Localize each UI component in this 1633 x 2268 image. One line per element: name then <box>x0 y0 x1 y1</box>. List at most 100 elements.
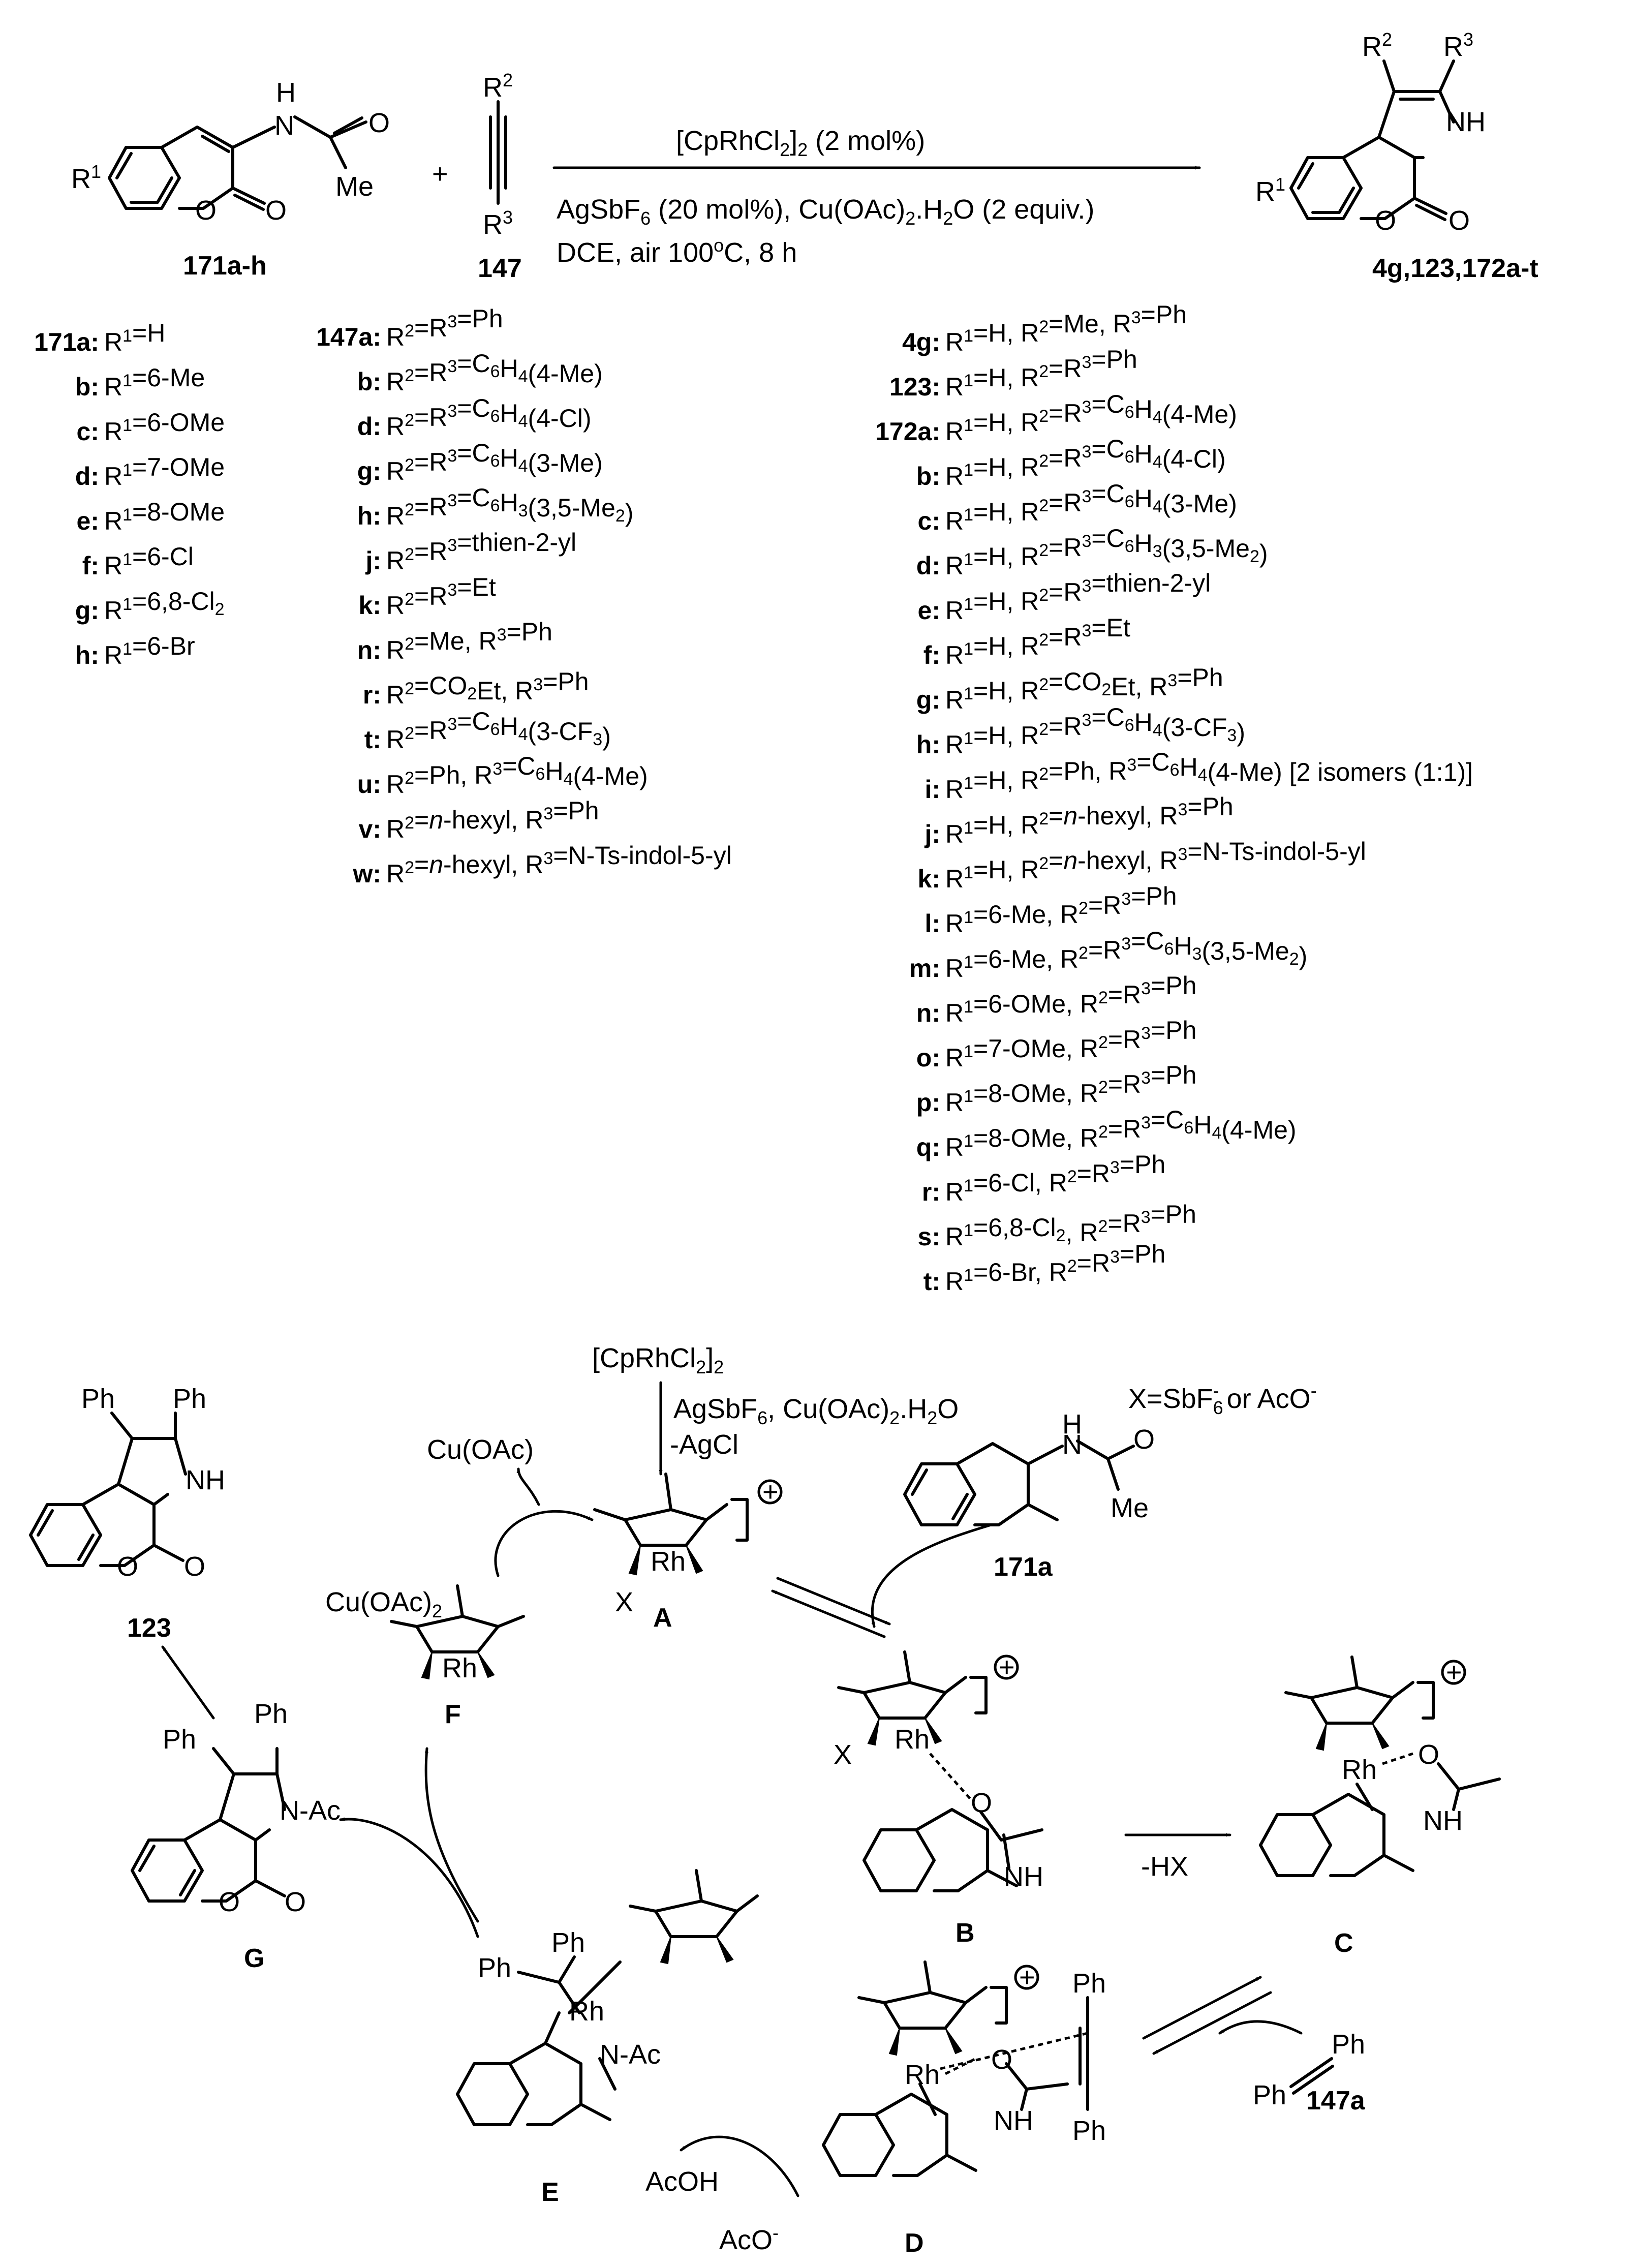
equilibrium-back <box>771 1589 886 1638</box>
label-a: A <box>653 1603 672 1633</box>
table-147-row-value: R2=n-hexyl, R3=N-Ts-indol-5-yl <box>386 841 732 888</box>
table-product-row-id: m: <box>909 954 940 983</box>
table-171-row-id: c: <box>77 417 99 446</box>
plus-sign: + <box>432 159 448 189</box>
table-147-row-value: R2=R3=C6H4(3-CF3) <box>386 707 611 754</box>
alkyne-r2: R2 <box>483 70 513 103</box>
conditions-line-2: AgSbF6 (20 mol%), Cu(OAc)2.H2O (2 equiv.… <box>557 194 1094 229</box>
table-171-row-value: R1=6-Me <box>104 363 205 401</box>
x-definition: X=SbF6- or AcO- <box>1128 1380 1317 1418</box>
table-product-row-id: f: <box>923 641 940 669</box>
table-product-row-value: R1=H, R2=CO2Et, R3=Ph <box>945 663 1223 714</box>
table-product-row-value: R1=H, R2=R3=C6H4(3-CF3) <box>945 703 1245 759</box>
alkyne-r3: R3 <box>483 207 513 240</box>
acoh-label: AcOH <box>645 2166 719 2197</box>
label-171a: 171a <box>994 1552 1053 1582</box>
table-product-row-id: b: <box>916 462 940 491</box>
complex-d-nh: NH <box>994 2105 1033 2136</box>
product-lactone-o: O <box>1449 205 1470 236</box>
table-171-row-value: R1=8-OMe <box>104 498 225 535</box>
table-147-row-value: R2=R3=C6H4(3-Me) <box>386 439 603 485</box>
compound-g-n-ac: N-Ac <box>280 1795 341 1826</box>
table-product-row-value: R1=H, R2=R3=C6H4(4-Cl) <box>945 435 1226 491</box>
compound-g <box>131 1747 286 1903</box>
table-147-row-value: R2=R3=Ph <box>386 304 503 351</box>
complex-c-charge: + <box>1446 1657 1462 1688</box>
complex-c-o: O <box>1418 1739 1439 1770</box>
mech-171a-n: N <box>1062 1429 1082 1460</box>
label-g: G <box>244 1944 264 1973</box>
table-product-row-value: R1=6-Br, R2=R3=Ph <box>945 1240 1165 1296</box>
table-product-row-id: t: <box>923 1267 940 1296</box>
product-r3: R3 <box>1443 29 1473 62</box>
table-171-row-value: R1=6-OMe <box>104 408 225 446</box>
table-product-row-value: R1=H, R2=R3=Ph <box>945 345 1137 401</box>
conditions-line-3: DCE, air 100oC, 8 h <box>557 235 797 268</box>
table-147-row-id: w: <box>352 860 381 888</box>
table-147-row-value: R2=R3=C6H4(4-Cl) <box>386 394 592 441</box>
cuoac-label: Cu(OAc) <box>427 1434 534 1465</box>
substituent-table-147: 147a:R2=R3=Phb:R2=R3=C6H4(4-Me)d:R2=R3=C… <box>316 304 732 888</box>
table-product-row-id: i: <box>925 775 940 804</box>
table-product-row-value: R1=6-Me, R2=R3=C6H3(3,5-Me2) <box>945 927 1307 983</box>
alkyne-ph-left: Ph <box>1253 2080 1286 2110</box>
label-f: F <box>445 1700 461 1729</box>
table-product-row-id: 172a: <box>875 417 940 446</box>
complex-d-charge: + <box>1019 1962 1035 1993</box>
table-product-row-id: e: <box>918 596 940 625</box>
arrow-g-to-123 <box>161 1645 215 1720</box>
table-171-row-value: R1=H <box>104 319 165 356</box>
complex-a-rh: Rh <box>651 1546 686 1577</box>
substrate-entry-arrow <box>871 1523 993 1628</box>
label-e: E <box>541 2178 559 2207</box>
table-product-row-id: j: <box>924 820 940 848</box>
complex-e-rh: Rh <box>569 1996 604 2027</box>
complex-d-o: O <box>991 2044 1012 2075</box>
substrate-label: 171a-h <box>183 251 267 281</box>
label-123: 123 <box>127 1613 171 1643</box>
table-product-row-id: l: <box>925 909 940 938</box>
arrow-e-to-g <box>339 1817 479 1938</box>
table-product-row-value: R1=H, R2=R3=Et <box>945 614 1130 669</box>
product-4g-123-172 <box>1289 59 1455 221</box>
product-r2: R2 <box>1362 29 1392 62</box>
table-product-row-value: R1=H, R2=n-hexyl, R3=N-Ts-indol-5-yl <box>945 837 1366 893</box>
table-147-row-value: R2=R3=C6H4(4-Me) <box>386 349 603 396</box>
table-product-row-id: p: <box>916 1088 940 1117</box>
complex-f-rh: Rh <box>442 1653 477 1683</box>
table-147-row-id: j: <box>365 546 381 575</box>
complex-b-nh: NH <box>1004 1861 1043 1892</box>
table-product-row-value: R1=H, R2=Me, R3=Ph <box>945 300 1187 356</box>
table-171-row-value: R1=6,8-Cl2 <box>104 587 225 625</box>
table-147-row-id: g: <box>357 457 381 485</box>
table-147-row-value: R2=R3=thien-2-yl <box>386 528 576 575</box>
complex-c-rh: Rh <box>1342 1755 1377 1785</box>
equilibrium-c-d-back <box>1152 1991 1272 2055</box>
complex-b-o: O <box>971 1788 992 1818</box>
table-product-row-value: R1=6-Me, R2=R3=Ph <box>945 882 1177 938</box>
product-ring-o: O <box>1375 205 1396 236</box>
table-147-row-id: k: <box>359 591 381 620</box>
table-product-row-id: 4g: <box>902 328 940 356</box>
table-product-row-value: R1=H, R2=n-hexyl, R3=Ph <box>945 792 1234 848</box>
table-171-row-value: R1=6-Br <box>104 632 195 669</box>
acetate-label: AcO- <box>719 2222 779 2255</box>
table-147-row-value: R2=R3=C6H3(3,5-Me2) <box>386 483 633 530</box>
compound-g-ph-top: Ph <box>254 1699 288 1729</box>
table-product-row-id: n: <box>916 999 940 1027</box>
table-147-row-id: r: <box>363 681 381 709</box>
product-r1: R1 <box>1255 174 1285 207</box>
complex-d-rh: Rh <box>905 2060 940 2090</box>
table-147-row-id: 147a: <box>316 323 381 351</box>
table-product-row-value: R1=H, R2=R3=thien-2-yl <box>945 569 1211 625</box>
complex-c <box>1259 1656 1501 1877</box>
substrate-nh-h: H <box>276 77 296 108</box>
table-product-row-value: R1=7-OMe, R2=R3=Ph <box>945 1016 1196 1072</box>
complex-f <box>390 1584 525 1680</box>
table-171-row-value: R1=7-OMe <box>104 453 225 491</box>
table-product-row-value: R1=8-OMe, R2=R3=C6H4(4-Me) <box>945 1106 1297 1161</box>
equilibrium-forward <box>776 1577 891 1626</box>
table-product-row-value: R1=H, R2=Ph, R3=C6H4(4-Me) [2 isomers (1… <box>945 748 1473 804</box>
table-171-row-id: e: <box>77 507 99 535</box>
compound-g-lactone-o: O <box>285 1887 306 1917</box>
